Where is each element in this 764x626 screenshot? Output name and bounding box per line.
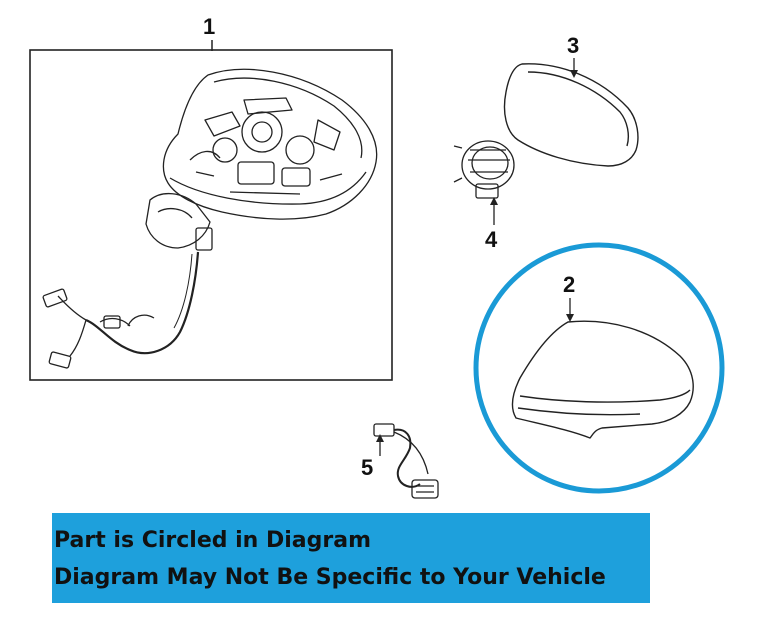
callout-part-2: 2 <box>563 272 576 297</box>
part-5-arrow <box>376 434 384 442</box>
callout-part-3: 3 <box>567 33 580 58</box>
mirror-motor-drawing <box>453 140 515 199</box>
mirror-glass-drawing <box>503 63 639 167</box>
banner-line-1: Part is Circled in Diagram <box>54 528 372 553</box>
part-4-arrow <box>490 197 498 205</box>
highlight-circle <box>473 242 725 494</box>
banner-line-2: Diagram May Not Be Specific to Your Vehi… <box>54 565 606 590</box>
part-1-frame <box>29 49 393 381</box>
part-2-arrow <box>566 314 574 322</box>
connector-drawing <box>373 423 439 499</box>
part-3-arrow <box>570 70 578 78</box>
callout-part-4: 4 <box>485 227 498 252</box>
mirror-assembly-drawing <box>42 68 378 369</box>
info-banner: Part is Circled in Diagram Diagram May N… <box>52 513 650 603</box>
callout-part-5: 5 <box>361 455 374 480</box>
callout-part-1: 1 <box>203 14 216 39</box>
mirror-cover-drawing <box>511 320 694 439</box>
